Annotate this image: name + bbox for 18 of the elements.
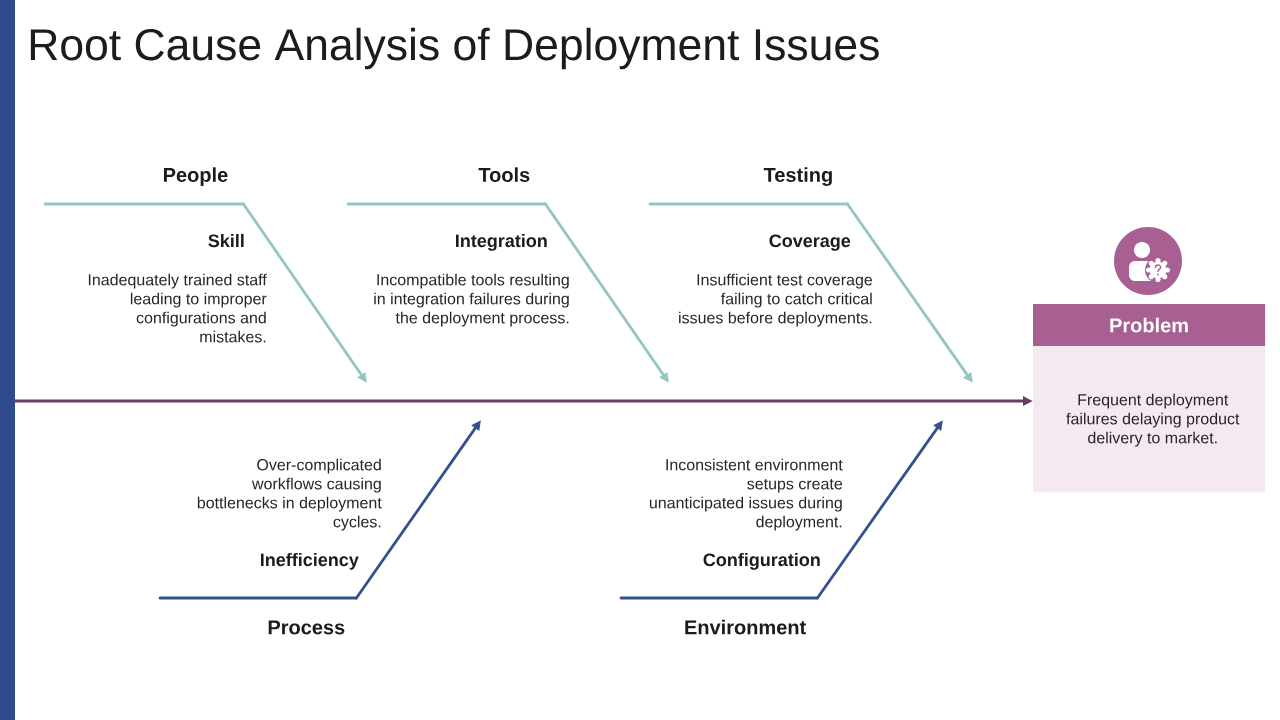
category-heading: Tools: [346, 167, 547, 206]
category-heading: Environment: [619, 596, 819, 635]
category-heading: Testing: [648, 167, 849, 206]
card-header: Problem: [1033, 304, 1265, 346]
cause-description: Inconsistent environment setups create unanticipated issues during deployment.: [649, 458, 843, 531]
cause-heading: Skill: [208, 233, 244, 248]
cause-heading: Integration: [456, 233, 547, 251]
cause-heading: Coverage: [769, 234, 851, 251]
cause-description: Insufficient test coverage failing to catch critical issues before deployments.: [679, 273, 873, 327]
cause-description: Over-complicated workflows causing bottlenecks in deployment cycles.: [197, 458, 382, 531]
cause-description: Incompatible tools resulting in integration failures during the deployment process.: [374, 273, 569, 327]
cause-description: Inadequately trained staff leading to improper configurations and mistakes.: [88, 273, 267, 343]
card-text: Frequent deployment failures delaying product delivery to market.: [1066, 393, 1240, 447]
cause-heading: Configuration: [703, 552, 820, 570]
title: Root Cause Analysis of Deployment Issues: [30, 27, 879, 70]
cause-heading: Inefficiency: [261, 552, 359, 570]
category-heading: People: [43, 167, 245, 206]
category-heading: Process: [158, 596, 358, 635]
